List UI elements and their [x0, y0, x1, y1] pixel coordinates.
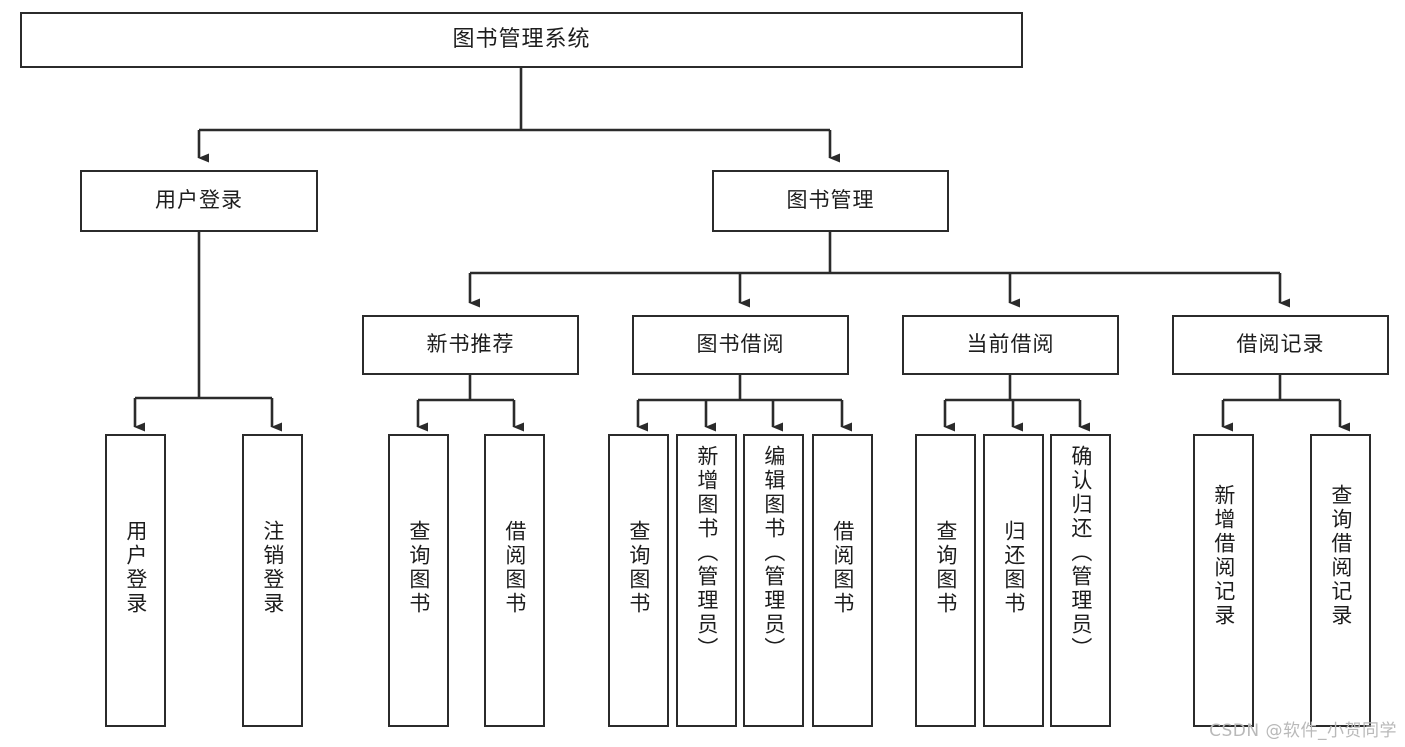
leaf-user-login[interactable]: 用户登录: [105, 434, 166, 727]
leaf-label: 查询图书: [933, 520, 958, 616]
leaf-query-book-recommend[interactable]: 查询图书: [388, 434, 449, 727]
leaf-label: 查询图书: [406, 520, 431, 616]
leaf-user-logout[interactable]: 注销登录: [242, 434, 303, 727]
leaf-label: 归还图书: [1001, 520, 1026, 616]
leaf-label: 借阅图书: [502, 520, 527, 616]
leaf-borrow-book-borrow[interactable]: 借阅图书: [812, 434, 873, 727]
leaf-edit-book-admin[interactable]: 编辑图书（管理员）: [743, 434, 804, 727]
leaf-label: 查询图书: [626, 520, 651, 616]
csdn-watermark: CSDN @软件_小贺同学: [1209, 721, 1397, 741]
node-root-book-management-system[interactable]: 图书管理系统: [20, 12, 1023, 68]
node-user-login[interactable]: 用户登录: [80, 170, 318, 232]
node-label: 借阅记录: [1236, 332, 1325, 357]
leaf-label: 确认归还（管理员）: [1068, 445, 1093, 661]
node-borrow-record[interactable]: 借阅记录: [1172, 315, 1389, 375]
node-label: 新书推荐: [426, 332, 515, 357]
leaf-label: 注销登录: [260, 520, 285, 616]
leaf-query-book-borrow[interactable]: 查询图书: [608, 434, 669, 727]
leaf-query-borrow-record[interactable]: 查询借阅记录: [1310, 434, 1371, 727]
node-label: 当前借阅: [966, 332, 1055, 357]
node-label: 图书管理系统: [452, 26, 591, 52]
node-label: 图书借阅: [696, 332, 785, 357]
leaf-return-book[interactable]: 归还图书: [983, 434, 1044, 727]
node-label: 用户登录: [155, 188, 243, 213]
leaf-label: 查询借阅记录: [1328, 484, 1353, 628]
leaf-query-book-current[interactable]: 查询图书: [915, 434, 976, 727]
leaf-add-book-admin[interactable]: 新增图书（管理员）: [676, 434, 737, 727]
node-current-borrow[interactable]: 当前借阅: [902, 315, 1119, 375]
leaf-label: 编辑图书（管理员）: [761, 445, 786, 661]
node-new-book-recommend[interactable]: 新书推荐: [362, 315, 579, 375]
node-book-management[interactable]: 图书管理: [712, 170, 949, 232]
leaf-label: 新增借阅记录: [1211, 484, 1236, 628]
node-book-borrow[interactable]: 图书借阅: [632, 315, 849, 375]
leaf-label: 新增图书（管理员）: [694, 445, 719, 661]
leaf-label: 用户登录: [123, 520, 148, 616]
leaf-add-borrow-record[interactable]: 新增借阅记录: [1193, 434, 1254, 727]
leaf-borrow-book-recommend[interactable]: 借阅图书: [484, 434, 545, 727]
leaf-confirm-return-admin[interactable]: 确认归还（管理员）: [1050, 434, 1111, 727]
node-label: 图书管理: [786, 188, 875, 213]
leaf-label: 借阅图书: [830, 520, 855, 616]
